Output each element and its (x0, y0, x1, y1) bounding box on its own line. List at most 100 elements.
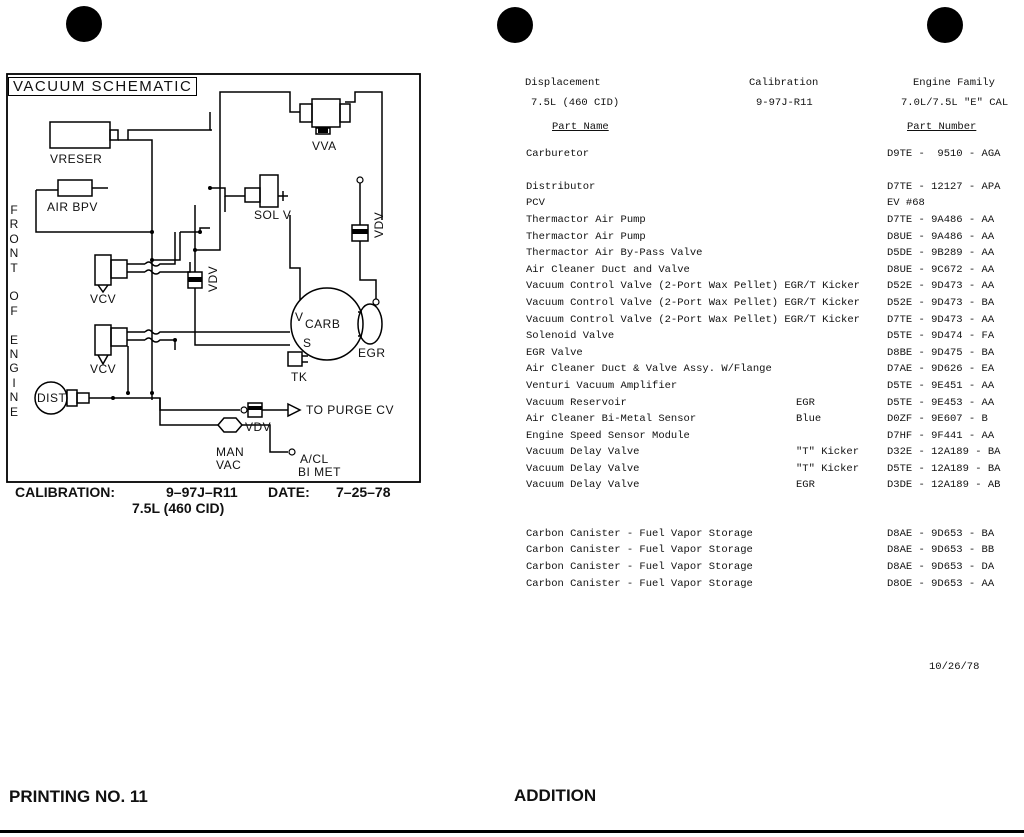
punch-hole-middle (497, 7, 533, 43)
label-vva: VVA (312, 139, 337, 153)
label-egr: EGR (358, 346, 386, 360)
part-number: D7AE - 9D626 - EA (887, 363, 995, 375)
vacuum-schematic-diagram (6, 73, 421, 483)
column-part-number: Part Number (907, 121, 977, 133)
printing-number: PRINTING NO. 11 (9, 787, 148, 806)
label-s: S (303, 336, 312, 350)
part-number: D32E - 12A189 - BA (887, 446, 1001, 458)
part-number: D7TE - 12127 - APA (887, 181, 1001, 193)
punch-hole-left (66, 6, 102, 42)
label-tk: TK (291, 370, 308, 384)
part-name: PCV (526, 197, 545, 209)
header-calibration: Calibration (749, 77, 819, 89)
part-number: D9TE - 9510 - AGA (887, 148, 1001, 160)
bottom-rule (0, 830, 1024, 833)
egr-component (357, 303, 383, 345)
part-name: Vacuum Delay Valve (526, 463, 640, 475)
part-number: D52E - 9D473 - AA (887, 280, 995, 292)
vcv-top-component (94, 254, 112, 286)
part-number: D52E - 9D473 - BA (887, 297, 995, 309)
part-note: EGR (796, 479, 815, 491)
document-date: 10/26/78 (929, 661, 980, 673)
label-bimet: BI MET (298, 465, 342, 479)
label-sol-v: SOL V (254, 208, 292, 222)
part-name: Air Cleaner Duct & Valve Assy. W/Flange (526, 363, 772, 375)
column-part-name: Part Name (552, 121, 609, 133)
canister-number: D8OE - 9D653 - AA (887, 578, 995, 590)
carburetor-component (290, 287, 364, 361)
part-name: Thermactor Air Pump (526, 231, 646, 243)
canister-name: Carbon Canister - Fuel Vapor Storage (526, 528, 753, 540)
label-vreser: VRESER (50, 152, 103, 166)
tk-component (287, 351, 303, 367)
part-name: Distributor (526, 181, 596, 193)
sol-v-component (259, 174, 279, 208)
date-value: 7–25–78 (336, 484, 391, 500)
part-note: "T" Kicker (796, 463, 860, 475)
part-name: Air Cleaner Duct and Valve (526, 264, 690, 276)
part-number: D7TE - 9A486 - AA (887, 214, 995, 226)
engine-displacement: 7.5L (460 CID) (132, 500, 225, 516)
label-acl: A/CL (300, 452, 329, 466)
part-note: Blue (796, 413, 822, 425)
label-dist: DIST (37, 391, 67, 405)
part-name: Vacuum Delay Valve (526, 479, 640, 491)
part-name: Venturi Vacuum Amplifier (526, 380, 678, 392)
part-name: Solenoid Valve (526, 330, 615, 342)
canister-name: Carbon Canister - Fuel Vapor Storage (526, 561, 753, 573)
calibration-value: 9–97J–R11 (166, 484, 238, 500)
part-number: D5TE - 9E453 - AA (887, 397, 995, 409)
label-vdv-bottom: VDV (245, 420, 272, 434)
part-number: D3DE - 12A189 - AB (887, 479, 1001, 491)
punch-hole-right (927, 7, 963, 43)
part-name: Thermactor Air Pump (526, 214, 646, 226)
part-name: Vacuum Control Valve (2-Port Wax Pellet)… (526, 280, 860, 292)
header-displacement: Displacement (525, 77, 601, 89)
part-number: D8UE - 9A486 - AA (887, 231, 995, 243)
label-vcv-bottom: VCV (90, 362, 117, 376)
front-of-engine-label: F R O N T O F E N G I N E (9, 203, 19, 419)
canister-number: D8AE - 9D653 - BB (887, 544, 995, 556)
label-vdv-right: VDV (372, 211, 386, 238)
part-name: EGR Valve (526, 347, 583, 359)
air-bpv-component (57, 179, 93, 197)
canister-number: D8AE - 9D653 - DA (887, 561, 995, 573)
canister-name: Carbon Canister - Fuel Vapor Storage (526, 544, 753, 556)
part-number: D7HF - 9F441 - AA (887, 430, 995, 442)
header-engine-family: Engine Family (913, 77, 995, 89)
part-name: Engine Speed Sensor Module (526, 430, 690, 442)
part-number: D7TE - 9D473 - AA (887, 314, 995, 326)
label-vcv-top: VCV (90, 292, 117, 306)
schematic-title: VACUUM SCHEMATIC (8, 77, 198, 96)
part-number: D8UE - 9C672 - AA (887, 264, 995, 276)
part-note: EGR (796, 397, 815, 409)
label-vac: VAC (216, 458, 242, 472)
part-name: Vacuum Control Valve (2-Port Wax Pellet)… (526, 314, 860, 326)
canister-name: Carbon Canister - Fuel Vapor Storage (526, 578, 753, 590)
part-name: Thermactor Air By-Pass Valve (526, 247, 703, 259)
part-note: "T" Kicker (796, 446, 860, 458)
part-number: D0ZF - 9E607 - B (887, 413, 988, 425)
part-number: D5TE - 9E451 - AA (887, 380, 995, 392)
vcv-bottom-component (94, 324, 112, 356)
label-to-purge-cv: TO PURGE CV (306, 403, 394, 417)
value-calibration: 9-97J-R11 (756, 97, 813, 109)
label-man: MAN (216, 445, 245, 459)
part-number: D5TE - 12A189 - BA (887, 463, 1001, 475)
value-displacement: 7.5L (460 CID) (531, 97, 620, 109)
canister-number: D8AE - 9D653 - BA (887, 528, 995, 540)
addition-label: ADDITION (514, 786, 597, 805)
part-number: EV #68 (887, 197, 925, 209)
vreser-component (49, 121, 111, 149)
part-name: Air Cleaner Bi-Metal Sensor (526, 413, 697, 425)
label-vdv-mid: VDV (206, 265, 220, 292)
calibration-label: CALIBRATION: (15, 484, 116, 500)
part-number: D8BE - 9D475 - BA (887, 347, 995, 359)
part-number: D5TE - 9D474 - FA (887, 330, 995, 342)
vva-component (311, 98, 341, 128)
value-engine-family: 7.0L/7.5L "E" CAL (901, 97, 1009, 109)
label-air-bpv: AIR BPV (47, 200, 98, 214)
label-carb-v: V (295, 310, 304, 324)
label-carb: CARB (305, 317, 341, 331)
part-name: Vacuum Reservoir (526, 397, 627, 409)
